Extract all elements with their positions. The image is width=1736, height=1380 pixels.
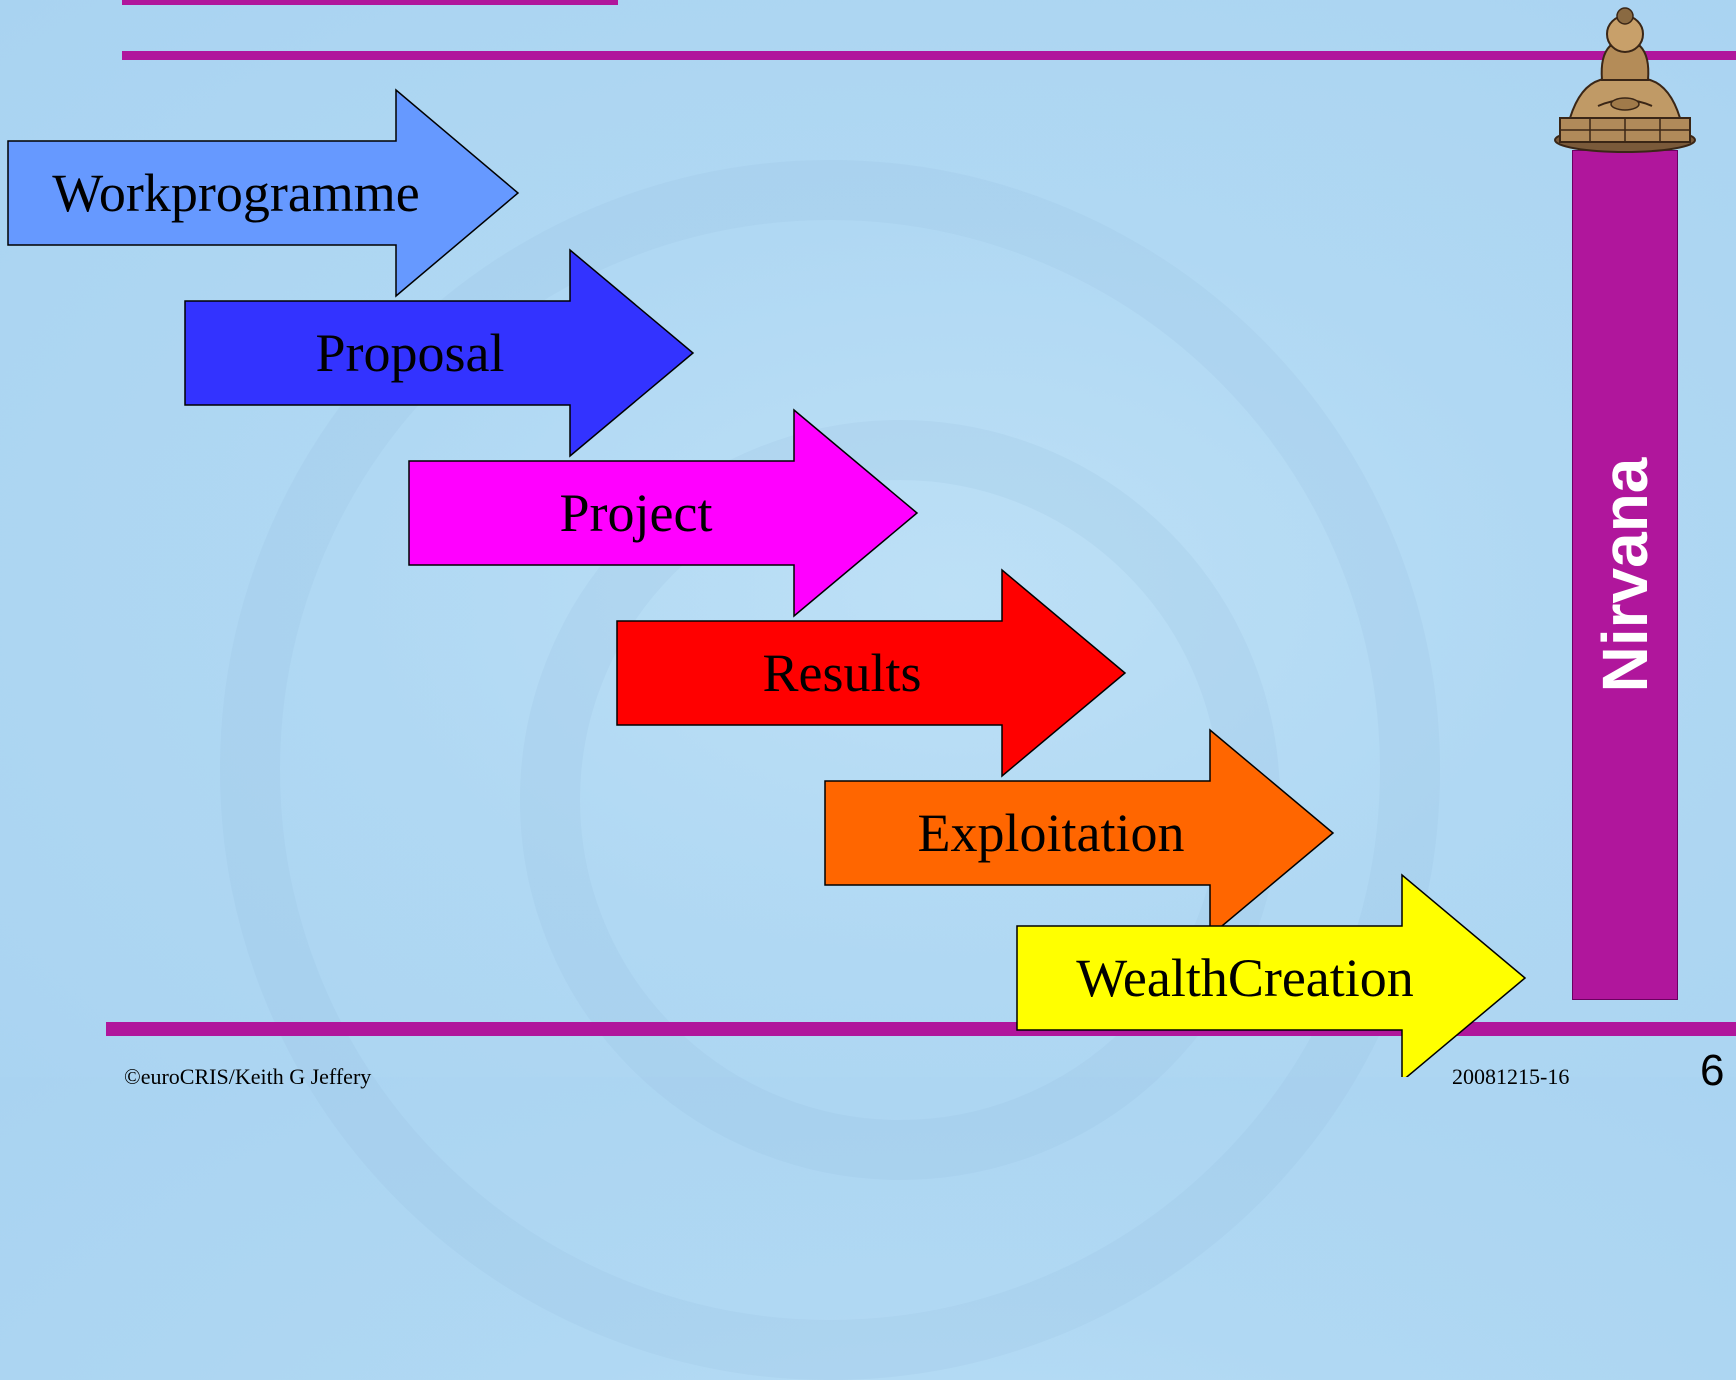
arrow-diagram — [7, 88, 1527, 1077]
step-label-exploitation: Exploitation — [917, 803, 1185, 863]
footer-copyright: ©euroCRIS/Keith G Jeffery — [124, 1064, 372, 1089]
top-divider-line — [122, 51, 1736, 60]
step-label-project: Project — [559, 483, 713, 543]
step-label-wealthcreation: WealthCreation — [1076, 948, 1414, 1008]
step-arrow-exploitation — [824, 728, 1335, 938]
page-number: 6 — [1700, 1046, 1725, 1095]
step-label-proposal: Proposal — [315, 323, 505, 383]
buddha-statue-icon — [1554, 7, 1696, 153]
nirvana-label: Nirvana — [1589, 457, 1661, 693]
nirvana-column: Nirvana — [1572, 150, 1678, 1000]
step-label-workprogramme: Workprogramme — [52, 163, 420, 223]
footer-date: 20081215-16 — [1452, 1064, 1570, 1089]
step-arrow-proposal — [184, 248, 695, 458]
step-arrow-wealthcreation — [1016, 873, 1527, 1077]
top-left-accent-bar — [122, 0, 618, 5]
step-arrow-workprogramme — [7, 88, 520, 298]
step-arrow-results — [616, 568, 1127, 778]
step-label-results: Results — [762, 643, 922, 703]
step-arrow-project — [408, 408, 919, 618]
